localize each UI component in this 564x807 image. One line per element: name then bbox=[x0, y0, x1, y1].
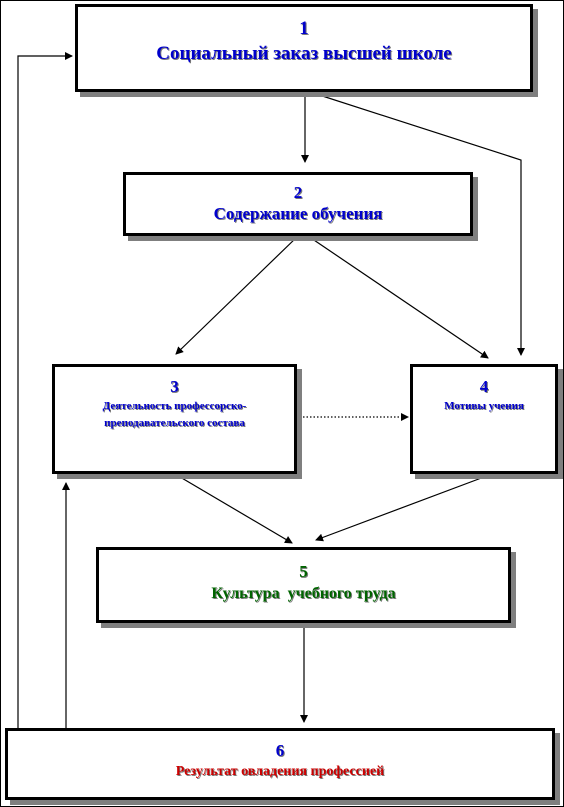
node-6: 6 Результат овладения профессией bbox=[5, 728, 555, 800]
node-3: 3 Деятельность профессорско- преподавате… bbox=[52, 364, 297, 474]
edge-1-4 bbox=[309, 91, 525, 356]
node-2: 2 Содержание обучения bbox=[123, 172, 473, 236]
node-5-label: Культура учебного труда bbox=[211, 585, 396, 602]
node-2-number: 2 bbox=[293, 183, 303, 202]
edge-3-5 bbox=[174, 473, 293, 544]
edge-4-5 bbox=[315, 473, 493, 542]
node-1-label: Социальный заказ высшей школе bbox=[156, 43, 452, 64]
node-4-label: Мотивы учения bbox=[444, 400, 524, 412]
node-3-label-line-1: Деятельность профессорско- bbox=[102, 400, 247, 412]
edge-2-3 bbox=[175, 235, 299, 355]
edge-2-4 bbox=[307, 235, 489, 359]
node-4-number: 4 bbox=[479, 377, 489, 396]
node-2-label: Содержание обучения bbox=[213, 204, 383, 223]
node-5: 5 Культура учебного труда bbox=[96, 547, 511, 623]
node-6-label: Результат овладения профессией bbox=[175, 764, 385, 779]
node-1-number: 1 bbox=[299, 18, 309, 39]
node-4: 4 Мотивы учения bbox=[410, 364, 558, 474]
edge-6-1 bbox=[17, 52, 73, 728]
node-6-number: 6 bbox=[275, 741, 285, 760]
node-5-number: 5 bbox=[299, 562, 308, 581]
node-1: 1 Социальный заказ высшей школе bbox=[75, 4, 533, 92]
node-3-label-line-2: преподавательского состава bbox=[104, 417, 245, 429]
node-3-number: 3 bbox=[170, 377, 179, 396]
